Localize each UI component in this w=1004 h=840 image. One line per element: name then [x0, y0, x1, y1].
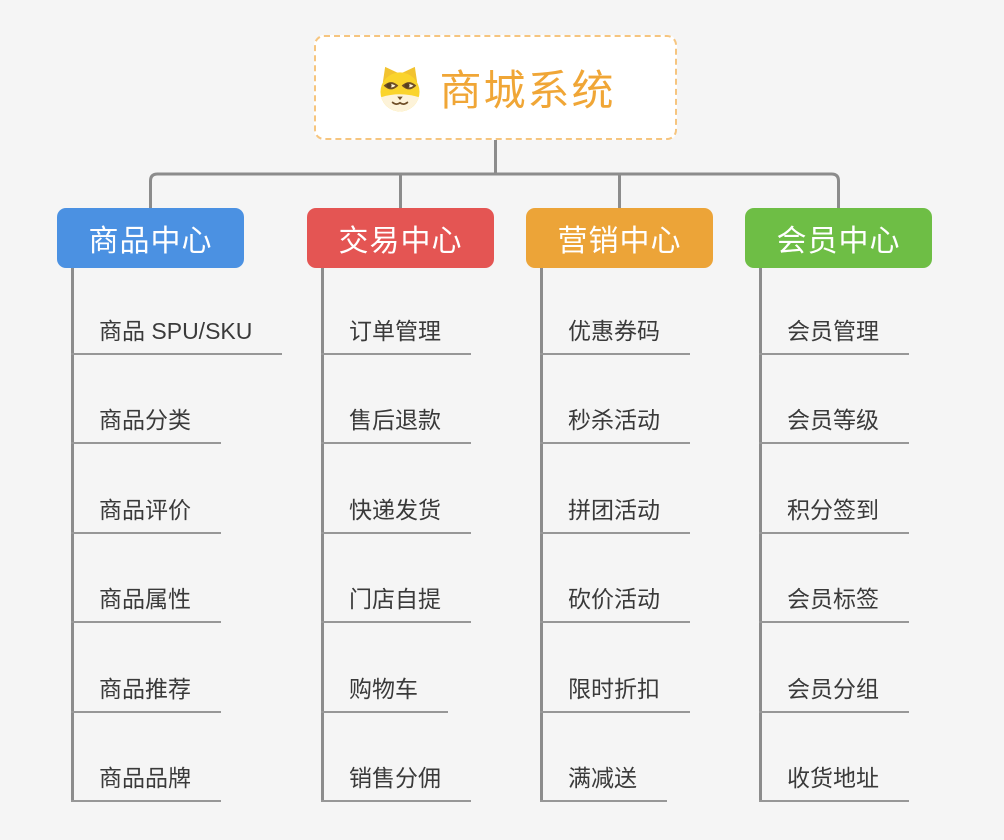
leaf-node[interactable]: 会员管理: [759, 318, 909, 355]
leaf-node[interactable]: 秒杀活动: [540, 407, 690, 444]
branch-node-2[interactable]: 交易中心: [307, 208, 494, 268]
leaf-node[interactable]: 商品评价: [71, 497, 221, 534]
leaf-node[interactable]: 会员标签: [759, 586, 909, 623]
leaf-node[interactable]: 商品推荐: [71, 676, 221, 713]
leaf-node[interactable]: 优惠券码: [540, 318, 690, 355]
branch-trunk-line: [759, 268, 762, 802]
leaf-node[interactable]: 快递发货: [321, 497, 471, 534]
leaf-node[interactable]: 商品属性: [71, 586, 221, 623]
leaf-node[interactable]: 商品品牌: [71, 765, 221, 802]
leaf-node[interactable]: 拼团活动: [540, 497, 690, 534]
leaf-node[interactable]: 砍价活动: [540, 586, 690, 623]
leaf-node[interactable]: 商品 SPU/SKU: [71, 318, 283, 355]
branch-trunk-line: [321, 268, 324, 802]
branch-label: 会员中心: [776, 225, 901, 258]
leaf-node[interactable]: 会员等级: [759, 407, 909, 444]
leaf-node[interactable]: 商品分类: [71, 407, 221, 444]
leaf-node[interactable]: 满减送: [540, 765, 667, 802]
root-title: 商城系统: [439, 67, 616, 114]
leaf-node[interactable]: 限时折扣: [540, 676, 690, 713]
branch-label: 交易中心: [338, 225, 463, 258]
leaf-node[interactable]: 购物车: [321, 676, 448, 713]
dog-face-icon: [375, 63, 425, 113]
root-node[interactable]: 商城系统: [314, 35, 677, 140]
leaf-node[interactable]: 积分签到: [759, 497, 909, 534]
leaf-node[interactable]: 收货地址: [759, 765, 909, 802]
leaf-node[interactable]: 门店自提: [321, 586, 471, 623]
branch-node-4[interactable]: 会员中心: [745, 208, 932, 268]
branch-label: 商品中心: [88, 225, 213, 258]
leaf-node[interactable]: 售后退款: [321, 407, 471, 444]
branch-trunk-line: [540, 268, 543, 802]
leaf-node[interactable]: 订单管理: [321, 318, 471, 355]
leaf-node[interactable]: 销售分佣: [321, 765, 471, 802]
branch-node-3[interactable]: 营销中心: [526, 208, 713, 268]
branch-node-1[interactable]: 商品中心: [57, 208, 244, 268]
branch-label: 营销中心: [557, 225, 682, 258]
leaf-node[interactable]: 会员分组: [759, 676, 909, 713]
branch-trunk-line: [71, 268, 74, 802]
